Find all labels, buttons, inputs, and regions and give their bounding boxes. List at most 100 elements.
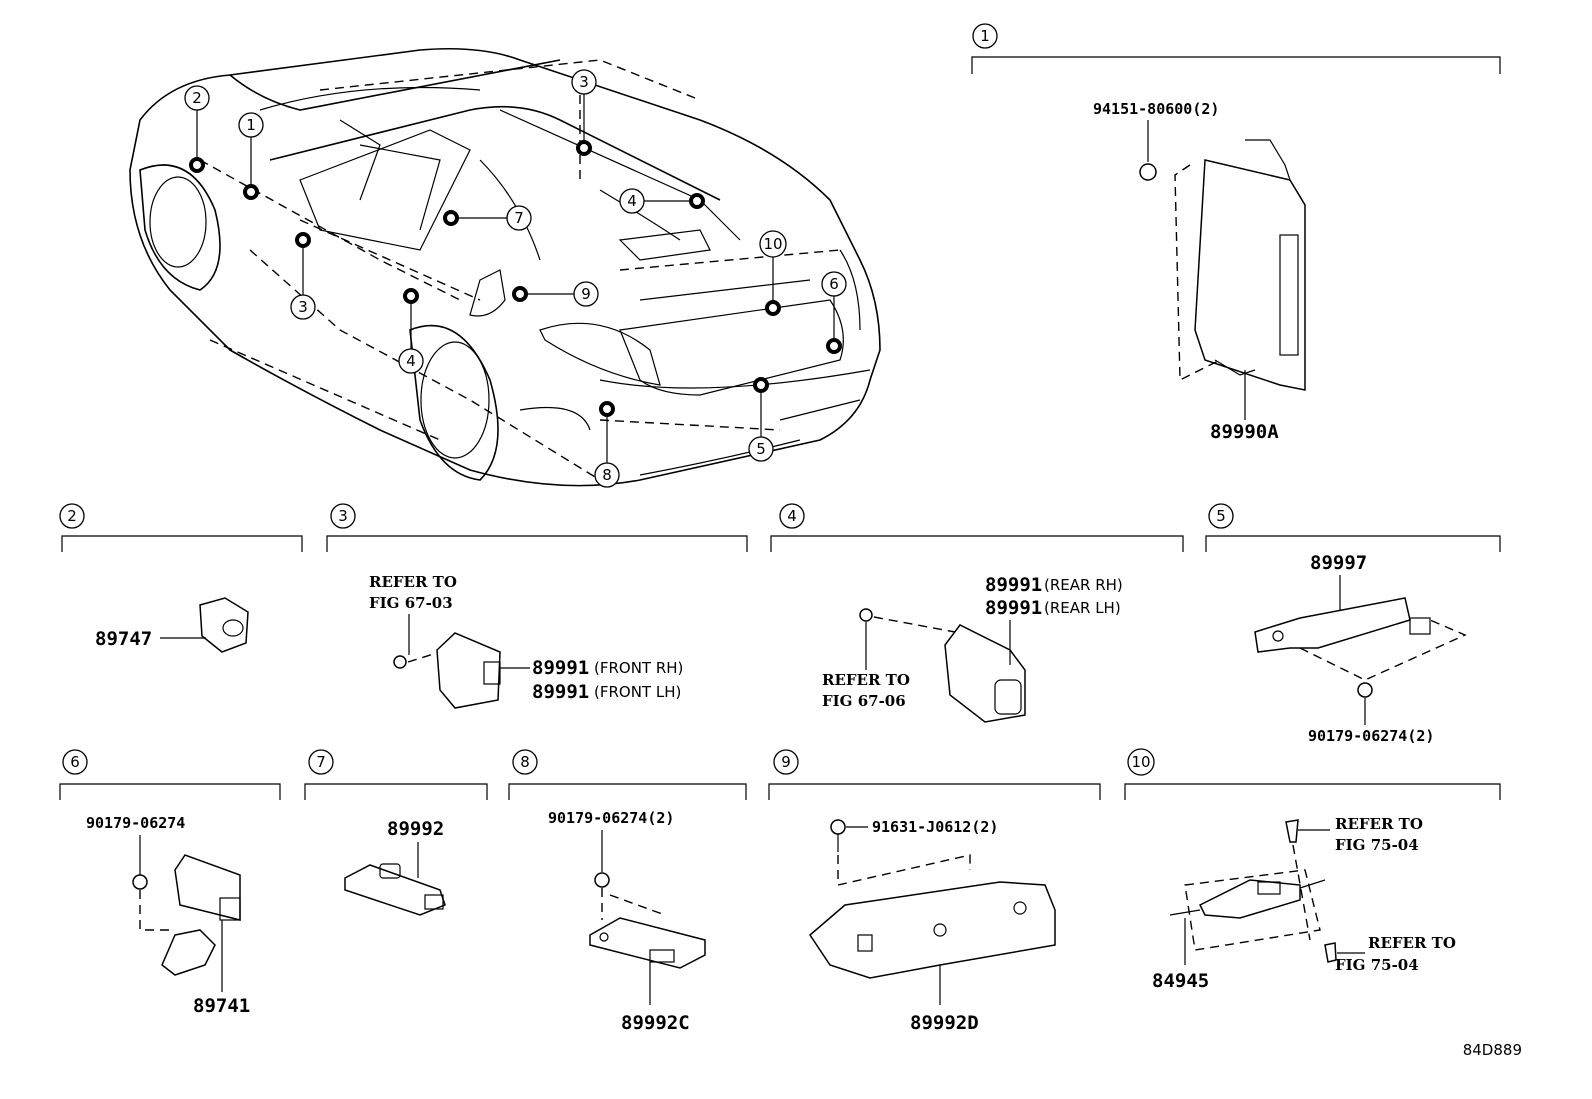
receiver-module-icon xyxy=(1174,139,1306,391)
svg-text:10: 10 xyxy=(1131,753,1150,771)
svg-text:REFER TO: REFER TO xyxy=(1368,934,1456,952)
callout-4-rear: 4 xyxy=(619,188,645,214)
svg-text:89992D: 89992D xyxy=(910,1012,979,1034)
svg-text:1: 1 xyxy=(980,27,990,45)
svg-text:6: 6 xyxy=(829,275,839,293)
svg-text:90179-06274(2): 90179-06274(2) xyxy=(1308,727,1434,745)
front-sensor-icon xyxy=(436,632,501,709)
clip-icon xyxy=(1285,819,1299,843)
bracket-sensor-icon xyxy=(161,854,241,976)
svg-text:FIG 67-06: FIG 67-06 xyxy=(822,692,906,710)
callout-10: 10 xyxy=(759,230,787,258)
svg-text:7: 7 xyxy=(514,209,524,227)
svg-text:9: 9 xyxy=(581,285,591,303)
sensor-icon xyxy=(199,597,249,653)
location-dot-8 xyxy=(599,401,615,417)
location-dot-1 xyxy=(243,184,259,200)
callout-7: 7 xyxy=(506,205,532,231)
panel-1: 1 94151-80600(2) 89990A xyxy=(971,23,1501,443)
svg-text:89747: 89747 xyxy=(95,628,152,650)
callout-8: 8 xyxy=(594,462,620,488)
callout-6: 6 xyxy=(821,271,847,297)
panel-6: 6 90179-06274 89741 xyxy=(59,749,281,1017)
location-dot-3-front xyxy=(295,232,311,248)
svg-text:5: 5 xyxy=(756,440,766,458)
nut-icon xyxy=(132,874,148,890)
callout-1: 1 xyxy=(238,112,264,138)
svg-text:REFER TO: REFER TO xyxy=(1335,815,1423,833)
location-dot-3-rear xyxy=(576,140,592,156)
svg-text:FIG 75-04: FIG 75-04 xyxy=(1335,956,1419,974)
panel-2: 2 89747 xyxy=(59,503,303,653)
location-dot-10 xyxy=(765,300,781,316)
svg-text:89991: 89991 xyxy=(532,681,589,703)
svg-text:3: 3 xyxy=(579,73,589,91)
svg-text:89992: 89992 xyxy=(387,818,444,840)
panel-4: 4 REFER TO FIG 67-06 89991 (REAR RH) 899… xyxy=(770,503,1184,723)
svg-text:90179-06274: 90179-06274 xyxy=(86,814,185,832)
panel-10: 10 REFER TO FIG 75-04 REFER TO FIG 75-04… xyxy=(1124,748,1501,992)
screw-icon xyxy=(859,608,873,622)
antenna-cover-icon xyxy=(809,881,1056,979)
svg-text:3: 3 xyxy=(298,298,308,316)
svg-text:2: 2 xyxy=(192,89,202,107)
callout-2: 2 xyxy=(184,85,210,111)
svg-text:8: 8 xyxy=(520,753,530,771)
callout-3-rear: 3 xyxy=(571,69,597,95)
svg-text:89992C: 89992C xyxy=(621,1012,690,1034)
location-dot-7 xyxy=(443,210,459,226)
svg-text:89991: 89991 xyxy=(985,574,1042,596)
panel-5: 5 89997 90179-06274(2) xyxy=(1205,503,1501,745)
nut-part-number: 94151-80600(2) xyxy=(1093,100,1219,118)
callout-5: 5 xyxy=(748,436,774,462)
screw-icon xyxy=(393,655,407,669)
panel-9: 9 91631-J0612(2) 89992D xyxy=(768,749,1101,1034)
nut-icon xyxy=(1139,163,1157,181)
svg-text:89997: 89997 xyxy=(1310,552,1367,574)
svg-text:8: 8 xyxy=(602,466,612,484)
svg-text:89741: 89741 xyxy=(193,995,250,1017)
panel-7: 7 89992 xyxy=(304,749,488,916)
callout-9: 9 xyxy=(573,281,599,307)
svg-text:9: 9 xyxy=(781,753,791,771)
location-dot-2 xyxy=(189,157,205,173)
panel-8: 8 90179-06274(2) 89992C xyxy=(508,749,747,1034)
svg-text:(REAR LH): (REAR LH) xyxy=(1044,599,1121,617)
figure-code: 84D889 xyxy=(1463,1041,1522,1059)
svg-text:(FRONT LH): (FRONT LH) xyxy=(594,683,681,701)
svg-text:10: 10 xyxy=(763,235,782,253)
callout-3-front: 3 xyxy=(290,294,316,320)
svg-text:89991: 89991 xyxy=(985,597,1042,619)
callout-4-front: 4 xyxy=(398,348,424,374)
svg-text:REFER TO: REFER TO xyxy=(822,671,910,689)
svg-text:7: 7 xyxy=(316,753,326,771)
svg-text:1: 1 xyxy=(246,116,256,134)
location-dot-9 xyxy=(512,286,528,302)
svg-text:4: 4 xyxy=(787,507,797,525)
svg-text:6: 6 xyxy=(70,753,80,771)
svg-text:FIG 67-03: FIG 67-03 xyxy=(369,594,453,612)
svg-text:89991: 89991 xyxy=(532,657,589,679)
svg-text:REFER TO: REFER TO xyxy=(369,573,457,591)
svg-text:(FRONT RH): (FRONT RH) xyxy=(594,659,683,677)
svg-text:5: 5 xyxy=(1216,507,1226,525)
antenna-bracket-icon xyxy=(1254,597,1431,653)
rear-antenna-icon xyxy=(589,917,706,969)
bolt-icon xyxy=(830,819,846,835)
module-part-number: 89990A xyxy=(1210,421,1279,443)
svg-text:90179-06274(2): 90179-06274(2) xyxy=(548,809,674,827)
screw-icon xyxy=(1324,942,1337,963)
svg-text:3: 3 xyxy=(338,507,348,525)
svg-text:4: 4 xyxy=(406,352,416,370)
svg-text:91631-J0612(2): 91631-J0612(2) xyxy=(872,818,998,836)
nut-icon xyxy=(1357,682,1373,698)
svg-text:FIG 75-04: FIG 75-04 xyxy=(1335,836,1419,854)
location-dot-4-front xyxy=(403,288,419,304)
indoor-antenna-icon xyxy=(344,863,446,916)
trunk-antenna-icon xyxy=(1169,879,1326,919)
panel-3: 3 REFER TO FIG 67-03 89991 (FRONT RH) 89… xyxy=(326,503,748,709)
nut-icon xyxy=(594,872,610,888)
svg-text:4: 4 xyxy=(627,192,637,210)
svg-text:(REAR RH): (REAR RH) xyxy=(1044,576,1123,594)
